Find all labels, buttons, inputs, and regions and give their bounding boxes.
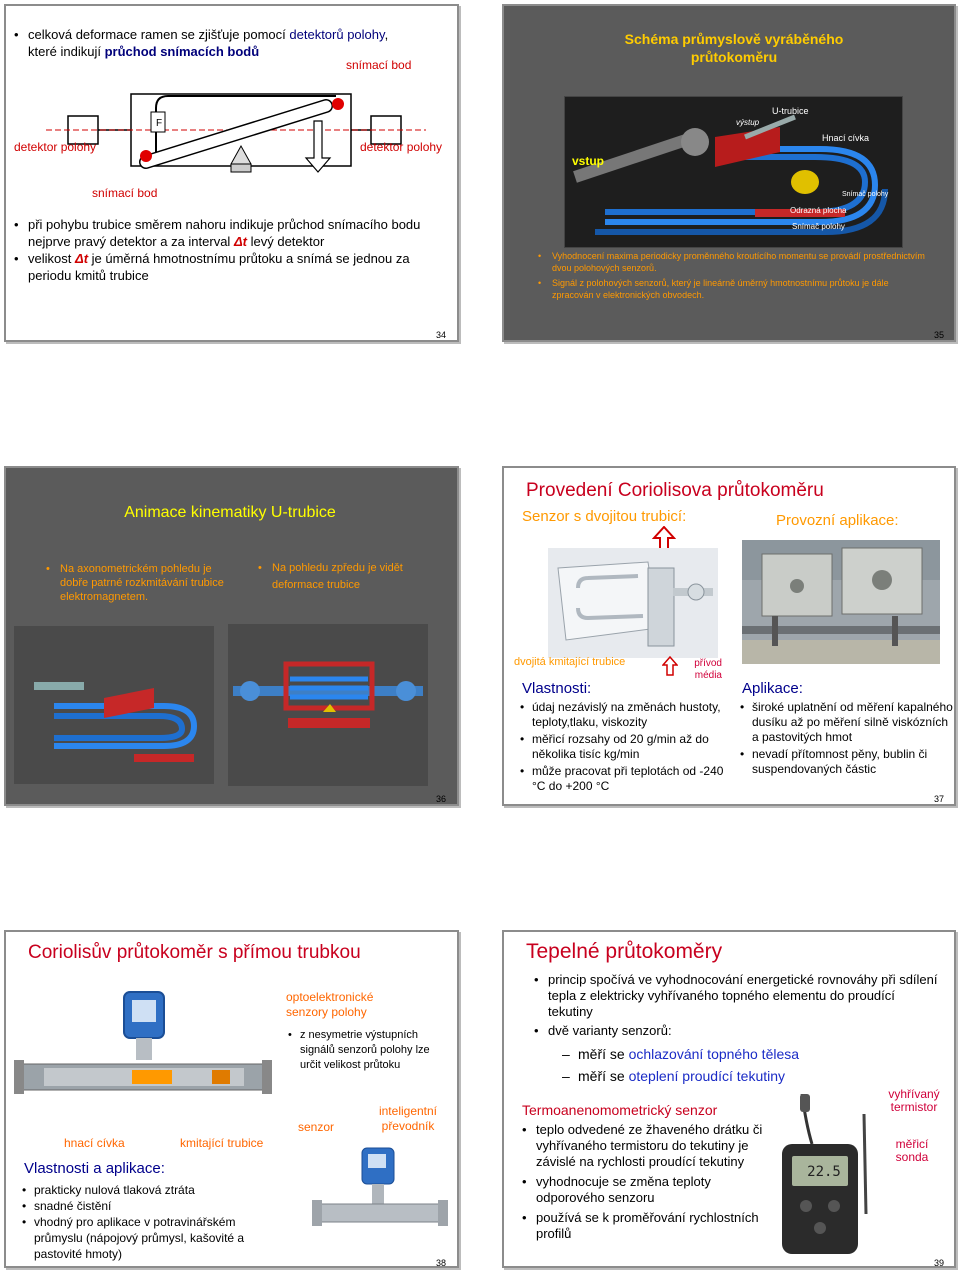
s39-main-list: •princip spočívá ve vyhodnocování energe… [534,972,938,1087]
s34-pruchod-emph: průchod snímacích bodů [104,44,260,59]
s38-vlastnost-1: •prakticky nulová tlaková ztráta [22,1183,195,1197]
svg-text:F: F [156,118,162,129]
page-number: 39 [934,1258,945,1268]
s38-vlastnost-2: •snadné čistění [22,1199,112,1213]
s35-label-snimac-1: Snímač polohy [842,191,889,198]
s38-title: Coriolisův průtokoměr s přímou trubkou [28,942,361,963]
s35-label-vystup: výstup [736,118,760,127]
s38-vlastnosti-list: •prakticky nulová tlaková ztráta •snadné… [22,1182,274,1262]
s35-label-utrubice: U-trubice [772,106,809,116]
page-number: 34 [436,330,447,340]
s39-display-value: 22.5 [807,1164,841,1180]
s37-plant-photo [742,540,940,664]
s37-subtitle-right: Provozní aplikace: [776,512,899,529]
s35-label-odrazna: Odrazná plocha [790,206,847,215]
slide-39: Tepelné průtokoměry •princip spočívá ve … [502,930,956,1268]
s35-meter-image [564,96,903,248]
s38-label-inteligentni: inteligentní převodník [378,1104,438,1133]
s37-aplikace-heading: Aplikace: [742,680,803,697]
s34-bullet-2: • při pohybu trubice směrem nahoru indik… [14,217,421,249]
s38-meter-photo [310,1138,450,1248]
page-number: 35 [934,330,945,340]
s37-vlastnosti-heading: Vlastnosti: [522,680,592,697]
slide-36: Animace kinematiky U-trubice •Na axonome… [4,466,459,806]
s39-termo-heading: Termoanenomometrický senzor [522,1102,718,1118]
slide-38: Coriolisův průtokoměr s přímou trubkou h… [4,930,459,1268]
s37-subtitle-left: Senzor s dvojitou trubicí: [522,508,687,525]
slide-34: • celková deformace ramen se zjišťuje po… [4,4,459,342]
s36-bullet-1: •Na axonometrickém pohledu je dobře patr… [46,563,224,603]
s36-bullet-2: •Na pohledu zpředu je vidět deformace tr… [258,562,403,591]
s35-label-vstup: vstup [572,154,605,168]
s34-tube-diagram: F [46,93,426,173]
s39-bullet-1: •princip spočívá ve vyhodnocování energe… [534,972,938,1019]
s34-label-snimaci-top: snímací bod [346,58,412,72]
privod-arrow-icon-2 [662,656,678,676]
s35-bullets: •Vyhodnocení maxima periodicky proměnnéh… [538,250,932,301]
s38-label-hnaci: hnací cívka [64,1136,125,1150]
s35-bullet-1: •Vyhodnocení maxima periodicky proměnnéh… [538,251,925,273]
s38-vlastnosti-heading: Vlastnosti a aplikace: [24,1160,165,1177]
s38-label-opto: optoelektronické senzory polohy [286,990,374,1019]
s38-vlastnost-3: •vhodný pro aplikace v potravinářském pr… [22,1215,245,1261]
s37-vlastnost-3: •může pracovat při teplotách od -240 °C … [520,764,724,793]
s36-title: Animace kinematiky U-trubice [124,504,336,521]
s37-aplikace-1: •široké uplatnění od měření kapalného du… [740,700,953,744]
s34-bullets-lower: • při pohybu trubice směrem nahoru indik… [14,216,448,284]
s34-bullet-3: • velikost Δt je úměrná hmotnostnímu prů… [14,251,410,283]
s37-label-privod: přívod média [662,656,722,682]
s39-dash-1: –měří se ochlazování topného tělesa [562,1046,800,1062]
s35-label-hnaci: Hnací cívka [822,133,870,143]
slide-35: Schéma průmyslově vyráběného průtokoměru… [502,4,956,342]
s36-animation-axonometric [14,626,214,784]
s34-label-snimaci-bottom: snímací bod [92,186,158,200]
s37-vlastnost-1: •údaj nezávislý na změnách hustoty, tepl… [520,700,721,729]
s37-vlastnosti-list: •údaj nezávislý na změnách hustoty, tepl… [520,700,740,794]
s35-title: Schéma průmyslově vyráběného průtokoměru [624,31,844,65]
s38-meter-cutaway [12,984,274,1114]
s38-label-kmitajici: kmitající trubice [180,1136,264,1150]
s37-aplikace-list: •široké uplatnění od měření kapalného du… [740,700,954,777]
s34-detektory-emph: detektorů polohy [289,27,385,42]
s39-title: Tepelné průtokoměry [526,940,723,963]
s38-opto-bullet: •z nesymetrie výstupních signálů senzorů… [288,1029,430,1071]
s37-vlastnost-2: •měřicí rozsahy od 20 g/min až do několi… [520,732,709,761]
s39-termo-3: •používá se k proměřování rychlostních p… [522,1210,759,1241]
s34-label-detektor-left: detektor polohy [14,140,97,154]
s37-label-dvojita: dvojitá kmitající trubice [514,656,626,668]
s39-termo-list: •teplo odvedené ze žhaveného drátku či v… [522,1122,764,1242]
s39-label-merici: měřicí sonda [895,1137,929,1164]
page-number: 37 [934,794,945,804]
s36-animation-front [228,624,428,786]
s34-label-detektor-right: detektor polohy [360,140,443,154]
s37-title: Provedení Coriolisova průtokoměru [526,480,824,501]
s39-termo-1: •teplo odvedené ze žhaveného drátku či v… [522,1122,763,1169]
s39-anemometer-photo [772,1094,884,1262]
s35-bullet-2: •Signál z polohových senzorů, který je l… [538,278,889,300]
s34-bullet-1: • celková deformace ramen se zjišťuje po… [14,27,389,59]
page-number: 38 [436,1258,447,1268]
s39-bullet-2: •dvě varianty senzorů: [534,1023,672,1038]
s37-sensor-photo [548,548,718,658]
s39-dash-2: –měří se oteplení proudící tekutiny [562,1068,786,1084]
s35-label-snimac-2: Snímač polohy [792,222,845,231]
s39-label-vyhrivany: vyhřívaný termistor [888,1087,940,1114]
s37-aplikace-2: •nevadí přítomnost pěny, bublin či suspe… [740,747,928,776]
page-number: 36 [436,794,447,804]
s39-termo-2: •vyhodnocuje se změna teploty odporového… [522,1174,711,1205]
slide-37: Provedení Coriolisova průtokoměru Senzor… [502,466,956,806]
s38-label-senzor: senzor [298,1120,335,1134]
